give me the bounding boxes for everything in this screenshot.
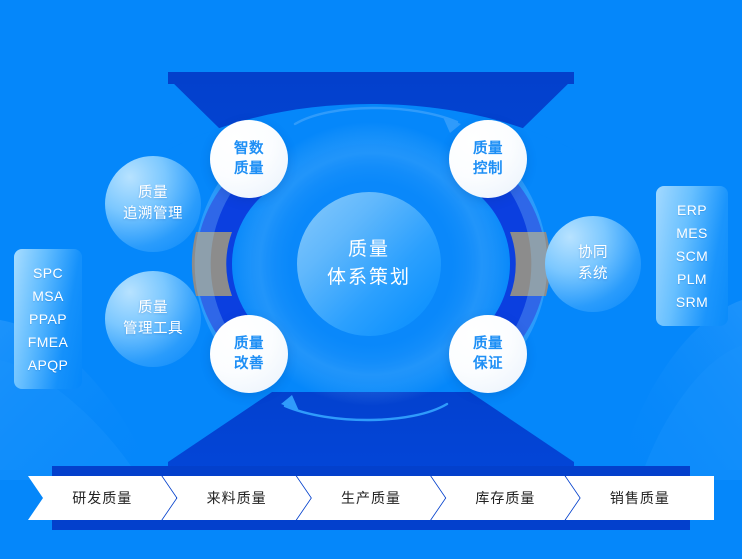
bubble-tools-line-1: 质量 — [138, 300, 168, 316]
node-quality-assurance[interactable]: 质量 保证 — [449, 315, 527, 393]
panel-right-item-1: MES — [676, 224, 708, 241]
bubble-trace-line-1: 质量 — [138, 185, 168, 201]
curved-arrow-left-icon — [283, 402, 449, 422]
curved-arrow-left-head-icon — [281, 395, 299, 411]
panel-right-item-2: SCM — [675, 247, 709, 264]
process-step-sales-label: 销售质量 — [609, 490, 670, 506]
panel-right-item-4: SRM — [675, 293, 709, 310]
node-assure-line-1: 质量 — [473, 336, 503, 352]
curved-arrow-right-icon — [293, 106, 459, 126]
process-step-production[interactable]: 生产质量 — [297, 476, 445, 520]
panel-left-item-3: FMEA — [27, 333, 69, 350]
panel-left-item-1: MSA — [32, 287, 64, 304]
bubble-collab-line-2: 系统 — [578, 266, 608, 282]
panel-right-item-3: PLM — [677, 270, 707, 287]
bubble-collab-line-1: 协同 — [578, 245, 608, 261]
panel-quality-methods[interactable]: SPC MSA PPAP FMEA APQP — [14, 249, 82, 389]
node-smart-quality[interactable]: 智数 质量 — [210, 120, 288, 198]
node-improve-line-2: 改善 — [234, 356, 264, 372]
node-control-line-2: 控制 — [473, 161, 503, 177]
node-quality-control[interactable]: 质量 控制 — [449, 120, 527, 198]
panel-right-item-0: ERP — [677, 201, 707, 218]
bubble-trace-line-2: 追溯管理 — [123, 206, 183, 222]
node-improve-line-1: 质量 — [234, 336, 264, 352]
process-step-sales[interactable]: 销售质量 — [565, 476, 715, 520]
node-smart-line-2: 质量 — [234, 161, 264, 177]
bubble-quality-management-tools[interactable]: 质量 管理工具 — [105, 271, 201, 367]
bubble-tools-line-2: 管理工具 — [123, 321, 183, 337]
node-quality-improvement[interactable]: 质量 改善 — [210, 315, 288, 393]
process-step-rnd[interactable]: 研发质量 — [28, 476, 176, 520]
bubble-collaboration-system[interactable]: 协同 系统 — [545, 216, 641, 312]
process-step-production-label: 生产质量 — [341, 490, 402, 506]
hub-line-1: 质量 — [347, 239, 390, 260]
node-smart-line-1: 智数 — [234, 141, 264, 157]
panel-left-item-4: APQP — [27, 356, 69, 373]
panel-enterprise-systems[interactable]: ERP MES SCM PLM SRM — [656, 186, 728, 326]
process-step-inventory-label: 库存质量 — [475, 490, 536, 506]
node-assure-line-2: 保证 — [473, 356, 503, 372]
panel-left-item-2: PPAP — [29, 310, 67, 327]
bubble-quality-traceability[interactable]: 质量 追溯管理 — [105, 156, 201, 252]
process-step-incoming[interactable]: 来料质量 — [162, 476, 310, 520]
center-hub[interactable]: 质量 体系策划 — [297, 192, 441, 336]
node-control-line-1: 质量 — [473, 141, 503, 157]
process-step-incoming-label: 来料质量 — [206, 490, 267, 506]
process-step-rnd-label: 研发质量 — [72, 490, 133, 506]
hub-line-2: 体系策划 — [326, 267, 411, 288]
process-flow-bar: 研发质量 来料质量 生产质量 库存质量 销售质量 — [28, 476, 715, 520]
panel-left-item-0: SPC — [33, 264, 63, 281]
curved-arrow-right-head-icon — [443, 117, 461, 133]
process-step-inventory[interactable]: 库存质量 — [431, 476, 579, 520]
